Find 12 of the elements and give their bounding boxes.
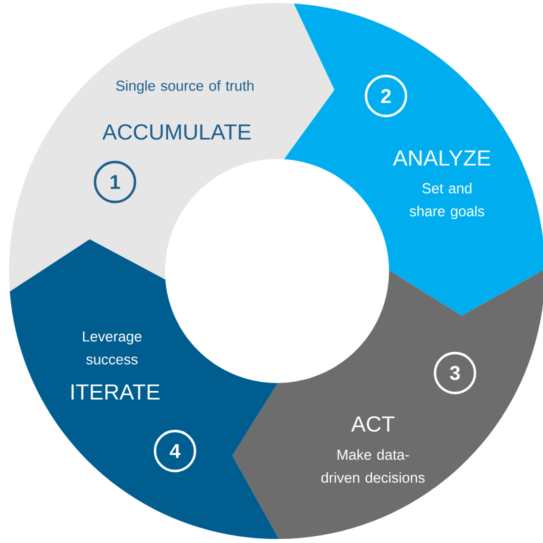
stage-heading: ACCUMULATE — [102, 124, 251, 140]
stage-heading: ACT — [351, 416, 394, 432]
cycle-segment — [10, 239, 279, 539]
stage-heading: ANALYZE — [392, 150, 490, 166]
stage-description: Single source of truth — [116, 80, 254, 94]
cycle-segment — [9, 3, 334, 292]
stage-description: Leverage success — [83, 332, 142, 364]
cycle-segment — [232, 269, 543, 539]
stage-description: Make data-driven decisions — [321, 449, 425, 483]
cycle-segment — [284, 4, 543, 316]
stage-heading: ITERATE — [72, 384, 160, 400]
stage-description: Set and share goals — [410, 182, 484, 220]
